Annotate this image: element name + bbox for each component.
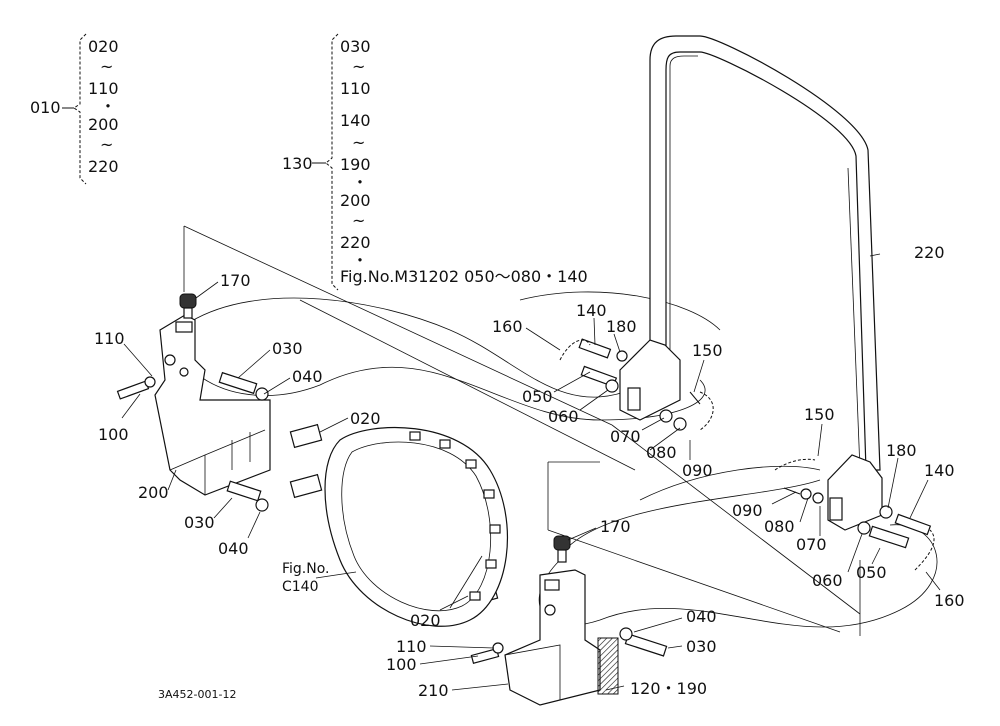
callout-220: 220: [914, 243, 945, 262]
group-010-label: 010: [30, 98, 61, 117]
group-010-item-1: 020: [88, 37, 119, 56]
callout-060-right: 060: [812, 571, 843, 590]
fasteners-right: [783, 487, 932, 549]
callout-090-top: 090: [682, 461, 713, 480]
group-130-item-10: 220: [340, 233, 371, 252]
fasteners-top: [578, 338, 701, 431]
callout-020-bot: 020: [410, 611, 441, 630]
label-plate-120-190: [597, 637, 619, 695]
frame-220: [649, 35, 881, 471]
bolt-030-left-bot: [226, 480, 269, 512]
callout-030-bot: 030: [686, 637, 717, 656]
bolt-100-left: [116, 376, 156, 400]
callout-210: 210: [418, 681, 449, 700]
callout-060-top: 060: [548, 407, 579, 426]
group-130-bracket: [312, 33, 339, 291]
callout-140-right: 140: [924, 461, 955, 480]
callout-030-left-top: 030: [272, 339, 303, 358]
callout-160-right: 160: [934, 591, 965, 610]
callout-160-top: 160: [492, 317, 523, 336]
hinge-right: [827, 454, 883, 531]
callout-180-right: 180: [886, 441, 917, 460]
callout-180-top: 180: [606, 317, 637, 336]
callout-080-right: 080: [764, 517, 795, 536]
callout-070-right: 070: [796, 535, 827, 554]
callout-100-left: 100: [98, 425, 129, 444]
callout-120-190: 120・190: [630, 679, 708, 698]
group-130-item-1: 030: [340, 37, 371, 56]
callout-020-top: 020: [350, 409, 381, 428]
chains: [559, 339, 935, 571]
callout-150-top: 150: [692, 341, 723, 360]
bolt-100-bot: [470, 642, 504, 664]
fig-ref-line2: C140: [282, 579, 319, 595]
group-010-item-2: ~: [100, 57, 114, 76]
fig-ref-line1: Fig.No.: [282, 561, 330, 577]
callout-110-bot: 110: [396, 637, 427, 656]
callout-030-left-bot: 030: [184, 513, 215, 532]
callout-150-right: 150: [804, 405, 835, 424]
bolt-030-left-top: [218, 371, 269, 401]
callout-040-left-top: 040: [292, 367, 323, 386]
callout-050-right: 050: [856, 563, 887, 582]
callout-040-left-bot: 040: [218, 539, 249, 558]
leader-lines: [121, 253, 941, 691]
group-130-item-2: ~: [352, 57, 366, 76]
group-010-item-4: ・: [100, 97, 117, 116]
group-130-item-3: 110: [340, 79, 371, 98]
bolt-030-bot: [619, 627, 668, 657]
group-130-item-8: 200: [340, 191, 371, 210]
callout-080-top: 080: [646, 443, 677, 462]
knob-170-top: [179, 293, 197, 319]
group-010-item-3: 110: [88, 79, 119, 98]
callout-200: 200: [138, 483, 169, 502]
group-130-item-4: 140: [340, 111, 371, 130]
group-130-item-7: ・: [352, 173, 369, 192]
group-130-item-9: ~: [352, 211, 366, 230]
callout-110-left: 110: [94, 329, 125, 348]
group-130-item-6: 190: [340, 155, 371, 174]
group-130-label: 130: [282, 154, 313, 173]
bracket-200: [154, 314, 271, 496]
housing-c140: [324, 426, 508, 627]
callout-090-right: 090: [732, 501, 763, 520]
drawing-code: 3A452-001-12: [158, 688, 237, 701]
bracket-210: [504, 569, 601, 706]
hinge-top: [619, 339, 681, 421]
group-010-item-7: 220: [88, 157, 119, 176]
callout-040-bot: 040: [686, 607, 717, 626]
knob-170-bot: [553, 535, 571, 563]
group-130-item-5: ~: [352, 133, 366, 152]
callout-100-bot: 100: [386, 655, 417, 674]
callout-170-top: 170: [220, 271, 251, 290]
callout-140-top: 140: [576, 301, 607, 320]
callout-170-bot: 170: [600, 517, 631, 536]
callout-050-top: 050: [522, 387, 553, 406]
reference-lines: [183, 225, 861, 636]
group-010-bracket: [62, 33, 87, 185]
plates-020-top: [289, 423, 323, 499]
group-130-reference: Fig.No.M31202 050～080・140: [340, 267, 588, 286]
callout-070-top: 070: [610, 427, 641, 446]
group-010-item-5: 200: [88, 115, 119, 134]
group-130-item-11: ・: [352, 251, 369, 270]
group-010-item-6: ~: [100, 135, 114, 154]
